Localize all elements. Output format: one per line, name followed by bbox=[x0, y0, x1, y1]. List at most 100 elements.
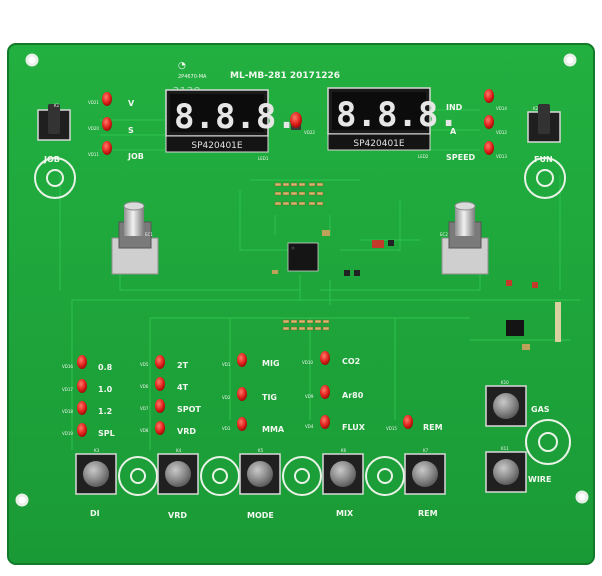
indicator-ind: VD14 IND bbox=[446, 89, 507, 112]
svg-text:VD5: VD5 bbox=[140, 362, 149, 367]
button-label: DI bbox=[90, 509, 100, 518]
svg-text:K1: K1 bbox=[54, 103, 60, 108]
button-label: FUN bbox=[534, 155, 553, 164]
button-fun[interactable]: K2 FUN bbox=[527, 104, 561, 164]
svg-text:VD10: VD10 bbox=[302, 360, 313, 365]
svg-text:VD16: VD16 bbox=[62, 364, 73, 369]
button-label: WIRE bbox=[528, 475, 551, 484]
indicator-label: S bbox=[128, 126, 134, 135]
svg-text:VD2: VD2 bbox=[222, 395, 231, 400]
button-vrd[interactable]: K4 VRD bbox=[157, 448, 199, 520]
display-part-label: SP420401E bbox=[353, 139, 404, 149]
led-rem: VD15 REM bbox=[386, 415, 443, 432]
mode-label: VRD bbox=[177, 427, 196, 436]
indicator-v: VD21 V bbox=[88, 92, 135, 108]
indicator-s: VD20 S bbox=[88, 117, 134, 135]
smd-misc bbox=[272, 230, 561, 350]
mode-label: TIG bbox=[262, 393, 277, 402]
indicator-a: VD12 A bbox=[450, 115, 507, 136]
display-part-label: SP420401E bbox=[191, 141, 242, 151]
indicator-speed: VD13 SPEED bbox=[446, 141, 507, 162]
button-label: MIX bbox=[336, 509, 354, 518]
mode-label: 4T bbox=[177, 383, 189, 392]
led-column-0: VD16 VD17 VD18 VD19 0.8 1.0 1.2 SPL bbox=[62, 355, 115, 438]
svg-text:K2: K2 bbox=[533, 106, 539, 111]
indicator-label: IND bbox=[446, 103, 463, 112]
button-mode[interactable]: K5 MODE bbox=[239, 448, 281, 520]
mode-label: 2T bbox=[177, 361, 189, 370]
svg-text:VD19: VD19 bbox=[62, 431, 73, 436]
display-right: 8.8.8. SP420401E LED2 bbox=[327, 87, 459, 159]
button-gas[interactable]: K10 GAS bbox=[485, 380, 550, 427]
svg-text:VD8: VD8 bbox=[140, 428, 149, 433]
indicator-label: A bbox=[450, 127, 457, 136]
left-indicators: VD21 V VD20 S VD11 JOB bbox=[88, 92, 144, 161]
mode-label: 0.8 bbox=[98, 363, 113, 372]
capacitive-rings bbox=[34, 157, 571, 496]
svg-text:VD13: VD13 bbox=[496, 154, 507, 159]
svg-text:EC1: EC1 bbox=[145, 232, 153, 237]
svg-text:VD15: VD15 bbox=[386, 426, 397, 431]
right-indicators: VD14 IND VD12 A VD13 SPEED bbox=[446, 89, 507, 162]
led-column-2: VD1 VD2 VD3 MIG TIG MMA bbox=[222, 353, 285, 434]
logo-text: 2P4670-MA bbox=[178, 74, 207, 80]
svg-text:EC2: EC2 bbox=[440, 232, 448, 237]
svg-text:VD1: VD1 bbox=[222, 362, 231, 367]
pcb-board bbox=[7, 43, 595, 565]
mode-label: 1.0 bbox=[98, 385, 113, 394]
display-left: 8.8.8. SP420401E LED1 bbox=[165, 89, 297, 161]
button-rem[interactable]: K7 REM bbox=[404, 448, 446, 518]
smd-resistor-array bbox=[274, 182, 330, 331]
svg-text:VD7: VD7 bbox=[140, 406, 149, 411]
indicator-job: VD11 JOB bbox=[88, 141, 144, 161]
button-job[interactable]: K1 JOB bbox=[37, 103, 71, 164]
button-label: GAS bbox=[531, 405, 550, 414]
knob-right[interactable]: EC2 bbox=[440, 201, 489, 275]
copper-traces bbox=[59, 109, 580, 450]
svg-text:VD9: VD9 bbox=[305, 394, 314, 399]
mode-label: MMA bbox=[262, 425, 285, 434]
svg-text:K11: K11 bbox=[501, 446, 509, 451]
mounting-holes bbox=[15, 53, 589, 507]
center-led: VD22 bbox=[290, 112, 315, 135]
svg-text:VD22: VD22 bbox=[304, 130, 315, 135]
svg-text:VD17: VD17 bbox=[62, 387, 73, 392]
svg-text:K7: K7 bbox=[423, 448, 429, 453]
svg-text:K3: K3 bbox=[94, 448, 100, 453]
button-label: MODE bbox=[247, 511, 274, 520]
mode-label: CO2 bbox=[342, 357, 360, 366]
indicator-label: SPEED bbox=[446, 153, 476, 162]
knob-left[interactable]: EC1 bbox=[111, 201, 159, 275]
microcontroller bbox=[287, 242, 319, 272]
svg-text:K4: K4 bbox=[176, 448, 182, 453]
svg-text:VD18: VD18 bbox=[62, 409, 73, 414]
svg-text:K6: K6 bbox=[341, 448, 347, 453]
display-digits: 8.8.8. bbox=[174, 97, 297, 137]
mode-label: Ar80 bbox=[342, 391, 364, 400]
svg-text:K5: K5 bbox=[258, 448, 264, 453]
logo-mark: ◔ bbox=[178, 61, 186, 71]
svg-text:VD4: VD4 bbox=[305, 424, 314, 429]
led-column-1: VD5 VD6 VD7 VD8 2T 4T SPOT VRD bbox=[140, 355, 201, 436]
svg-text:K10: K10 bbox=[501, 380, 509, 385]
svg-text:VD3: VD3 bbox=[222, 426, 231, 431]
mode-label: SPL bbox=[98, 429, 115, 438]
indicator-label: V bbox=[128, 99, 135, 108]
svg-text:VD21: VD21 bbox=[88, 100, 99, 105]
mode-label: MIG bbox=[262, 359, 280, 368]
button-wire[interactable]: K11 WIRE bbox=[485, 446, 551, 493]
svg-text:VD20: VD20 bbox=[88, 126, 99, 131]
mode-label: REM bbox=[423, 423, 443, 432]
display-ref: LED2 bbox=[418, 154, 429, 159]
svg-text:VD11: VD11 bbox=[88, 152, 99, 157]
button-di[interactable]: K3 DI bbox=[75, 448, 117, 518]
mode-label: 1.2 bbox=[98, 407, 112, 416]
svg-text:VD12: VD12 bbox=[496, 130, 507, 135]
indicator-label: JOB bbox=[127, 152, 144, 161]
display-digits: 8.8.8. bbox=[336, 95, 459, 135]
button-label: JOB bbox=[43, 155, 60, 164]
led-column-3: VD10 VD9 VD4 CO2 Ar80 FLUX bbox=[302, 351, 366, 432]
mode-label: SPOT bbox=[177, 405, 201, 414]
button-mix[interactable]: K6 MIX bbox=[322, 448, 364, 518]
